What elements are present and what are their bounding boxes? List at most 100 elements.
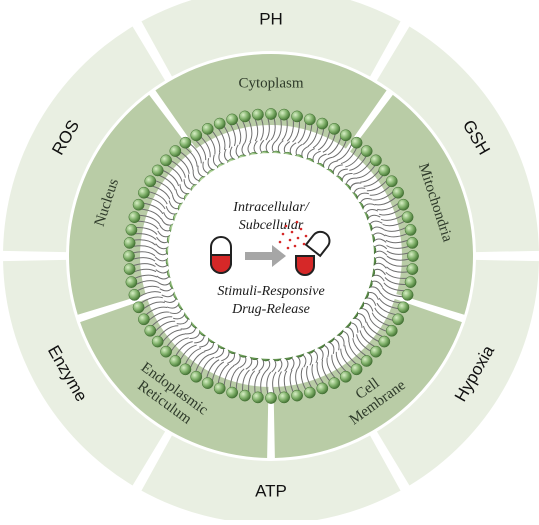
- drug-particle: [278, 240, 282, 244]
- lipid-head: [304, 386, 316, 399]
- lipid-tail: [386, 255, 410, 261]
- lipid-head: [160, 154, 172, 167]
- lipid-tail: [135, 227, 158, 235]
- lipid-head: [278, 108, 290, 121]
- lipid-head: [190, 370, 203, 383]
- lipid-tail: [297, 122, 307, 144]
- lipid-head: [151, 335, 164, 348]
- center-title-line2: Subcellular: [239, 218, 304, 233]
- lipid-tail: [341, 173, 353, 181]
- lipid-tail: [133, 263, 156, 267]
- lipid-head: [123, 237, 136, 249]
- lipid-tail: [271, 359, 277, 373]
- lipid-tail: [271, 139, 278, 153]
- lipid-tail: [323, 344, 330, 358]
- lipid-tail: [384, 277, 407, 285]
- lipid-tail: [332, 164, 343, 173]
- lipid-tail: [297, 356, 301, 370]
- lipid-tail: [157, 230, 170, 238]
- lipid-tail: [272, 371, 277, 395]
- lipid-tail: [158, 224, 171, 232]
- lipid-tail: [194, 335, 205, 344]
- lipid-tail: [302, 124, 313, 145]
- lipid-head: [385, 324, 398, 337]
- lipid-head: [169, 145, 182, 157]
- lipid-tail: [157, 282, 171, 286]
- lipid-tail: [170, 337, 189, 352]
- lipid-tail: [322, 156, 333, 167]
- stimulus-segment-enzyme: Enzyme: [3, 259, 166, 486]
- lipid-tail: [248, 370, 256, 393]
- lipid-tail: [235, 144, 240, 158]
- lipid-tail: [233, 355, 241, 367]
- lipid-tail: [308, 352, 313, 366]
- lipid-tail: [200, 136, 211, 158]
- lipid-tail: [202, 161, 209, 174]
- lipid-tail: [328, 341, 335, 354]
- lipid-head: [151, 164, 164, 177]
- lipid-tail: [265, 117, 270, 141]
- lipid-tail: [338, 334, 345, 347]
- lipid-tail: [356, 165, 376, 179]
- lipid-tail: [184, 327, 197, 335]
- lipid-head: [132, 301, 145, 314]
- lipid-head: [304, 113, 316, 126]
- lipid-head: [213, 117, 226, 130]
- lipid-head: [125, 276, 138, 288]
- lipid-tail: [134, 233, 157, 241]
- lipid-head: [213, 382, 226, 395]
- lipid-head: [378, 164, 391, 177]
- lipid-tail: [229, 146, 234, 160]
- lipid-tail: [386, 245, 409, 249]
- drug-particle: [304, 234, 308, 238]
- lipid-tail: [165, 206, 176, 215]
- lipid-tail: [156, 275, 170, 280]
- lipid-tail: [385, 239, 409, 244]
- lipid-tail: [155, 180, 173, 195]
- lipid-tail: [135, 280, 159, 285]
- lipid-head: [252, 391, 264, 404]
- lipid-tail: [270, 117, 276, 141]
- lipid-tail: [161, 293, 175, 298]
- lipid-tail: [281, 118, 288, 141]
- lipid-head: [138, 186, 150, 199]
- lipid-tail: [166, 333, 186, 347]
- drug-particle: [290, 230, 294, 234]
- lipid-tail: [176, 318, 189, 325]
- lipid-tail: [290, 357, 295, 371]
- lipid-tail: [133, 245, 156, 251]
- lipid-tail: [321, 359, 331, 382]
- lipid-head: [239, 389, 251, 402]
- center-title-line4: Drug-Release: [231, 302, 310, 317]
- lipid-tail: [173, 313, 186, 320]
- lipid-head: [401, 289, 414, 301]
- lipid-tail: [223, 125, 231, 148]
- lipid-tail: [197, 165, 204, 178]
- lipid-tail: [379, 208, 402, 216]
- lipid-tail: [235, 122, 242, 145]
- lipid-tail: [146, 196, 166, 210]
- lipid-tail: [362, 325, 380, 343]
- lipid-head: [123, 250, 135, 262]
- lipid-tail: [171, 194, 182, 205]
- lipid-tail: [185, 147, 198, 167]
- lipid-tail: [133, 268, 157, 273]
- lipid-tail: [331, 354, 342, 376]
- lipid-tail: [374, 262, 387, 269]
- lipid-head: [404, 276, 417, 288]
- lipid-tail: [345, 151, 363, 168]
- lipid-tail: [138, 291, 162, 298]
- lipid-head: [144, 324, 157, 337]
- lipid-head: [397, 198, 410, 211]
- lipid-tail: [259, 139, 265, 153]
- lipid-tail: [162, 169, 180, 187]
- lipid-tails: [132, 117, 410, 395]
- organelle-sector-cell-membrane: [273, 292, 462, 458]
- stimulus-label-atp: ATP: [255, 481, 287, 500]
- lipid-tail: [369, 317, 387, 332]
- lipid-tail: [311, 364, 319, 387]
- open-capsule-icon: [295, 230, 331, 276]
- lipid-tail: [245, 357, 253, 370]
